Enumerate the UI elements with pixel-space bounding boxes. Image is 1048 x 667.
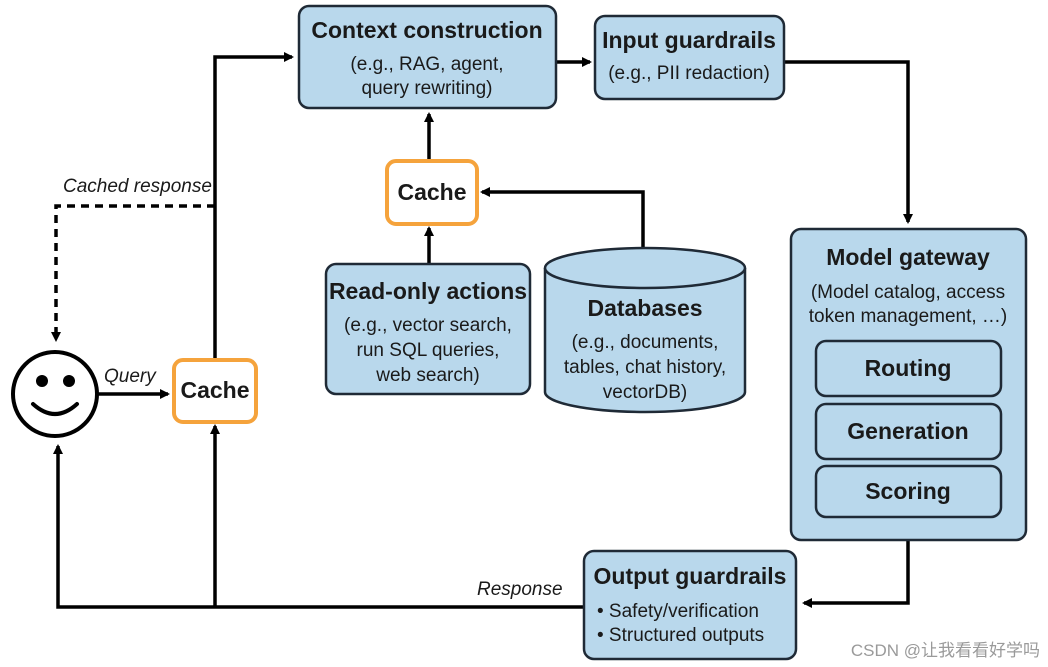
cache-left-box: Cache (172, 358, 258, 424)
databases-line1: (e.g., documents, (572, 332, 719, 353)
context-construction-line2: query rewriting) (362, 78, 493, 99)
model-gateway-title: Model gateway (826, 244, 990, 270)
databases-cylinder: Databases (e.g., documents, tables, chat… (543, 246, 747, 414)
context-construction-box: Context construction (e.g., RAG, agent, … (297, 4, 558, 110)
input-guardrails-line1: (e.g., PII redaction) (608, 63, 770, 84)
edge-databases-to-cache (480, 187, 645, 248)
cached-response-label: Cached response (63, 176, 212, 197)
databases-line2: tables, chat history, (564, 357, 726, 378)
smiley-face-icon (11, 350, 99, 438)
databases-title: Databases (587, 295, 702, 321)
input-guardrails-title: Input guardrails (602, 27, 776, 53)
context-construction-title: Context construction (311, 17, 542, 43)
response-label: Response (477, 579, 563, 600)
output-guardrails-item2: • Structured outputs (597, 625, 764, 646)
edge-gateway-to-output-guardrails (802, 540, 910, 608)
generation-label: Generation (847, 418, 968, 444)
read-only-actions-line1: (e.g., vector search, (344, 315, 512, 336)
routing-box: Routing (814, 339, 1003, 398)
output-guardrails-box: Output guardrails • Safety/verification … (582, 549, 798, 661)
read-only-actions-title: Read-only actions (329, 278, 527, 304)
model-gateway-box: Model gateway (Model catalog, access tok… (789, 227, 1028, 542)
edge-response-to-user (53, 444, 584, 609)
input-guardrails-box: Input guardrails (e.g., PII redaction) (593, 14, 786, 101)
cache-top-label: Cache (397, 179, 466, 205)
cache-top-box: Cache (385, 159, 479, 226)
query-label: Query (104, 366, 157, 387)
read-only-actions-box: Read-only actions (e.g., vector search, … (324, 262, 532, 396)
scoring-box: Scoring (814, 464, 1003, 519)
databases-line3: vectorDB) (603, 382, 687, 403)
edge-input-guardrails-to-gateway (784, 60, 913, 224)
model-gateway-line2: token management, …) (809, 306, 1008, 327)
read-only-actions-line2: run SQL queries, (357, 340, 500, 361)
scoring-label: Scoring (865, 478, 951, 504)
edge-cached-response (51, 204, 215, 342)
routing-label: Routing (865, 355, 952, 381)
model-gateway-line1: (Model catalog, access (811, 282, 1005, 303)
context-construction-line1: (e.g., RAG, agent, (350, 54, 503, 75)
edge-cache-to-context (213, 52, 294, 358)
output-guardrails-item1: • Safety/verification (597, 601, 759, 622)
cache-left-label: Cache (180, 377, 249, 403)
read-only-actions-line3: web search) (375, 365, 480, 386)
generation-box: Generation (814, 402, 1003, 461)
watermark: CSDN @让我看看好学吗 (851, 641, 1040, 660)
output-guardrails-title: Output guardrails (594, 563, 787, 589)
